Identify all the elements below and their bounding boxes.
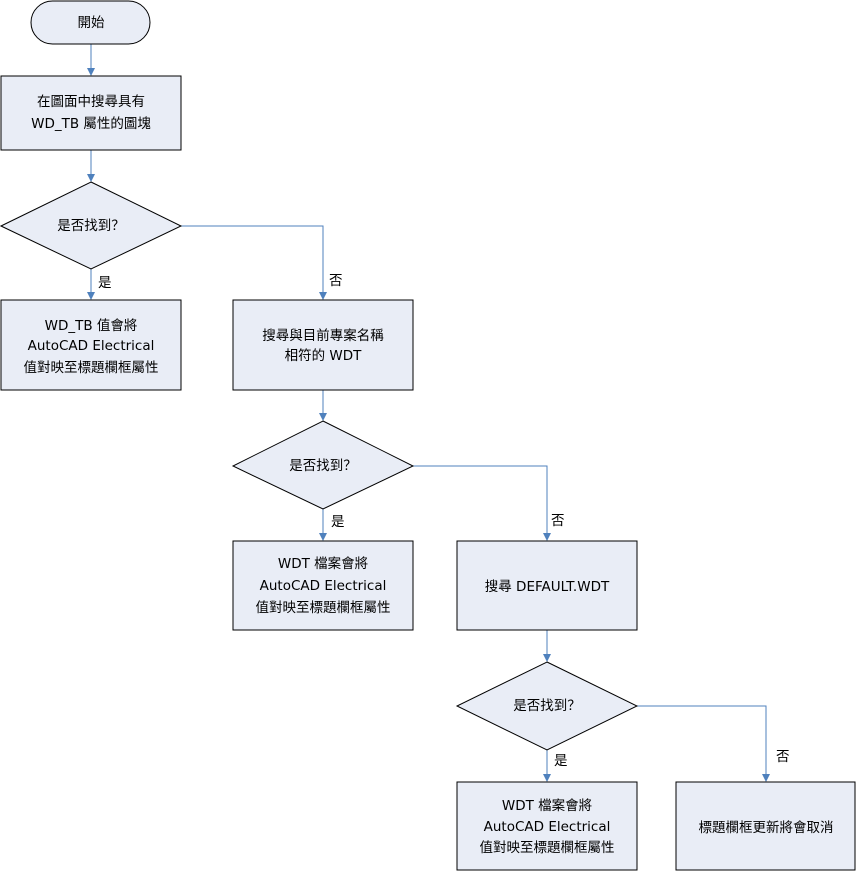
arrowhead	[319, 292, 327, 300]
arrowhead	[87, 292, 95, 300]
search-wdtb-node: 在圖面中搜尋具有 WD_TB 屬性的圖塊	[0, 75, 182, 151]
arrowhead	[87, 68, 95, 76]
wdt-found-2-line-2: AutoCAD Electrical	[484, 819, 611, 835]
connector-decision-2-no	[413, 465, 548, 533]
search-project-wdt-line-1: 搜尋與目前專案名稱	[262, 327, 384, 344]
connector-decision-1-no	[181, 225, 324, 292]
decision-1-no-label: 否	[329, 273, 343, 289]
decision-1-label: 是否找到？	[57, 218, 125, 234]
arrowhead	[319, 413, 327, 421]
cancel-update-node: 標題欄框更新將會取消	[675, 781, 856, 871]
search-project-wdt-node: 搜尋與目前專案名稱 相符的 WDT	[232, 299, 414, 391]
wdtb-found-node: WD_TB 值會將 AutoCAD Electrical 值對映至標題欄框屬性	[0, 299, 182, 391]
arrowhead	[87, 174, 95, 182]
connector-decision-3-no	[637, 705, 767, 774]
decision-3-yes-label: 是	[554, 753, 568, 769]
decision-2-label: 是否找到？	[289, 458, 357, 474]
wdtb-found-line-2: AutoCAD Electrical	[28, 338, 155, 354]
wdt-found-2-node: WDT 檔案會將 AutoCAD Electrical 值對映至標題欄框屬性	[456, 781, 638, 871]
decision-3-label: 是否找到？	[513, 698, 581, 714]
decision-3-node: 是否找到？	[455, 661, 639, 751]
connectors	[87, 44, 770, 782]
arrowhead	[543, 774, 551, 782]
decision-1-yes-label: 是	[98, 275, 112, 291]
arrowhead	[762, 774, 770, 782]
decision-2-yes-label: 是	[331, 514, 345, 530]
start-label: 開始	[78, 15, 105, 31]
edge-labels: 是 否 是 否 是 否	[98, 273, 790, 769]
wdtb-found-line-1: WD_TB 值會將	[45, 318, 138, 334]
search-wdtb-line-2: WD_TB 屬性的圖塊	[31, 116, 151, 132]
decision-2-node: 是否找到？	[231, 420, 415, 510]
arrowhead	[319, 533, 327, 541]
search-wdtb-line-1: 在圖面中搜尋具有	[37, 94, 145, 110]
wdt-found-1-node: WDT 檔案會將 AutoCAD Electrical 值對映至標題欄框屬性	[232, 540, 414, 631]
wdt-found-2-line-3: 值對映至標題欄框屬性	[480, 840, 615, 856]
arrowhead	[543, 533, 551, 541]
search-project-wdt-line-2: 相符的 WDT	[285, 348, 363, 364]
cancel-update-label: 標題欄框更新將會取消	[699, 820, 834, 836]
decision-2-no-label: 否	[551, 513, 565, 529]
decision-3-no-label: 否	[776, 749, 790, 765]
wdt-found-1-line-2: AutoCAD Electrical	[260, 578, 387, 594]
wdt-found-1-line-1: WDT 檔案會將	[278, 555, 368, 572]
wdt-found-2-line-1: WDT 檔案會將	[502, 797, 592, 814]
arrowhead	[543, 654, 551, 662]
start-node: 開始	[30, 0, 151, 45]
wdtb-found-line-3: 值對映至標題欄框屬性	[24, 360, 159, 376]
wdt-found-1-line-3: 值對映至標題欄框屬性	[256, 600, 391, 616]
search-default-wdt-node: 搜尋 DEFAULT.WDT	[456, 540, 638, 631]
decision-1-node: 是否找到？	[0, 181, 183, 270]
search-default-wdt-label: 搜尋 DEFAULT.WDT	[485, 579, 610, 595]
